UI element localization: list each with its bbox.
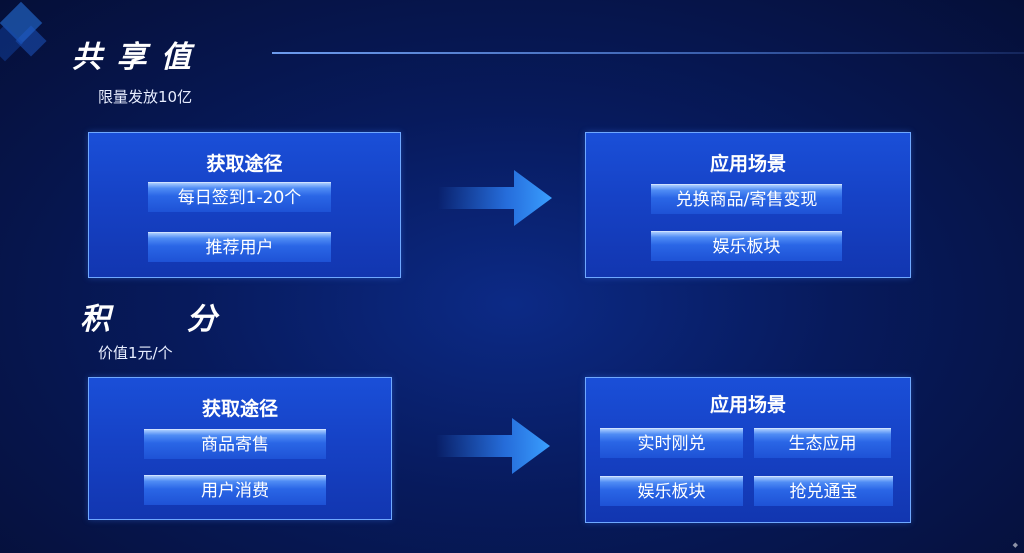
share-usage-item-redeem: 兑换商品/寄售变现: [651, 184, 842, 214]
right-arrow-icon: [438, 170, 552, 226]
card-title: 应用场景: [709, 394, 786, 416]
points-usage-item-ecosystem: 生态应用: [754, 428, 891, 458]
points-title: 积 分: [80, 302, 219, 337]
points-usage-item-realtime: 实时刚兑: [600, 428, 743, 458]
card-title: 应用场景: [709, 153, 786, 175]
points-acquire-card: 获取途径 商品寄售 用户消费: [88, 377, 392, 520]
watermark-logo: ◆: [1012, 541, 1018, 549]
points-acquire-item-consignment: 商品寄售: [144, 429, 326, 459]
share-usage-item-entertainment: 娱乐板块: [651, 231, 842, 261]
share-acquire-item-referral: 推荐用户: [148, 232, 331, 262]
share-acquire-item-signin: 每日签到1-20个: [148, 182, 331, 212]
points-acquire-item-consumption: 用户消费: [144, 475, 326, 505]
points-usage-item-entertainment: 娱乐板块: [600, 476, 743, 506]
right-arrow-icon: [436, 418, 550, 474]
points-usage-card: 应用场景 实时刚兑 生态应用 娱乐板块 抢兑通宝: [585, 377, 911, 523]
share-acquire-card: 获取途径 每日签到1-20个 推荐用户: [88, 132, 401, 278]
points-subtitle: 价值1元/个: [98, 344, 173, 362]
card-title: 获取途径: [201, 398, 278, 420]
card-title: 获取途径: [206, 153, 283, 175]
share-value-subtitle: 限量发放10亿: [98, 88, 193, 106]
share-usage-card: 应用场景 兑换商品/寄售变现 娱乐板块: [585, 132, 911, 278]
share-value-title: 共 享 值: [72, 40, 193, 75]
points-usage-item-grab-redeem: 抢兑通宝: [754, 476, 893, 506]
title-divider-line: [272, 52, 1024, 54]
